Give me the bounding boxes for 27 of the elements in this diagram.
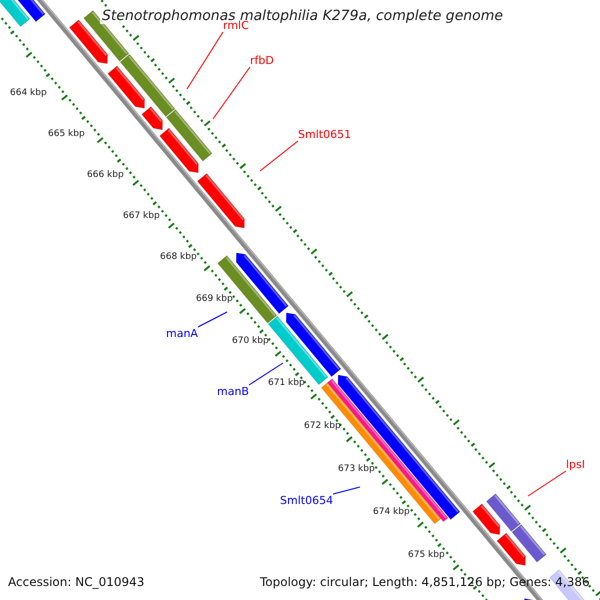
scale-label: 664 kbp bbox=[10, 88, 47, 99]
gene-label: Smlt0651 bbox=[298, 128, 352, 141]
leader-line bbox=[248, 362, 284, 386]
leader-line bbox=[212, 66, 250, 120]
leader-line bbox=[197, 312, 228, 328]
scale-label: 666 kbp bbox=[87, 170, 124, 181]
scale-label: 672 kbp bbox=[304, 421, 341, 432]
scale-label: 670 kbp bbox=[232, 336, 269, 347]
gene-label: Smlt0654 bbox=[280, 494, 334, 507]
scale-label: 665 kbp bbox=[48, 129, 85, 140]
leader-line bbox=[528, 470, 566, 496]
scale-label: 667 kbp bbox=[123, 211, 160, 222]
gene-label: lpsI bbox=[566, 458, 586, 471]
scale-label: 673 kbp bbox=[338, 464, 375, 475]
gene-label: rfbD bbox=[250, 54, 274, 67]
scale-label: 675 kbp bbox=[408, 550, 445, 561]
gene-label: manA bbox=[166, 327, 198, 340]
leader-line bbox=[332, 486, 360, 494]
leader-line bbox=[186, 32, 224, 90]
scale-label: 668 kbp bbox=[160, 252, 197, 263]
scale-label: 671 kbp bbox=[268, 378, 305, 389]
gene-label: manB bbox=[217, 385, 249, 398]
scale-label: 669 kbp bbox=[196, 294, 233, 305]
leader-line bbox=[260, 140, 298, 172]
scale-label: 674 kbp bbox=[373, 507, 410, 518]
map-info-text: Topology: circular; Length: 4,851,126 bp; Genes: 4,386 bbox=[260, 575, 590, 589]
map-info-text: Accession: NC_010943 bbox=[8, 575, 144, 589]
